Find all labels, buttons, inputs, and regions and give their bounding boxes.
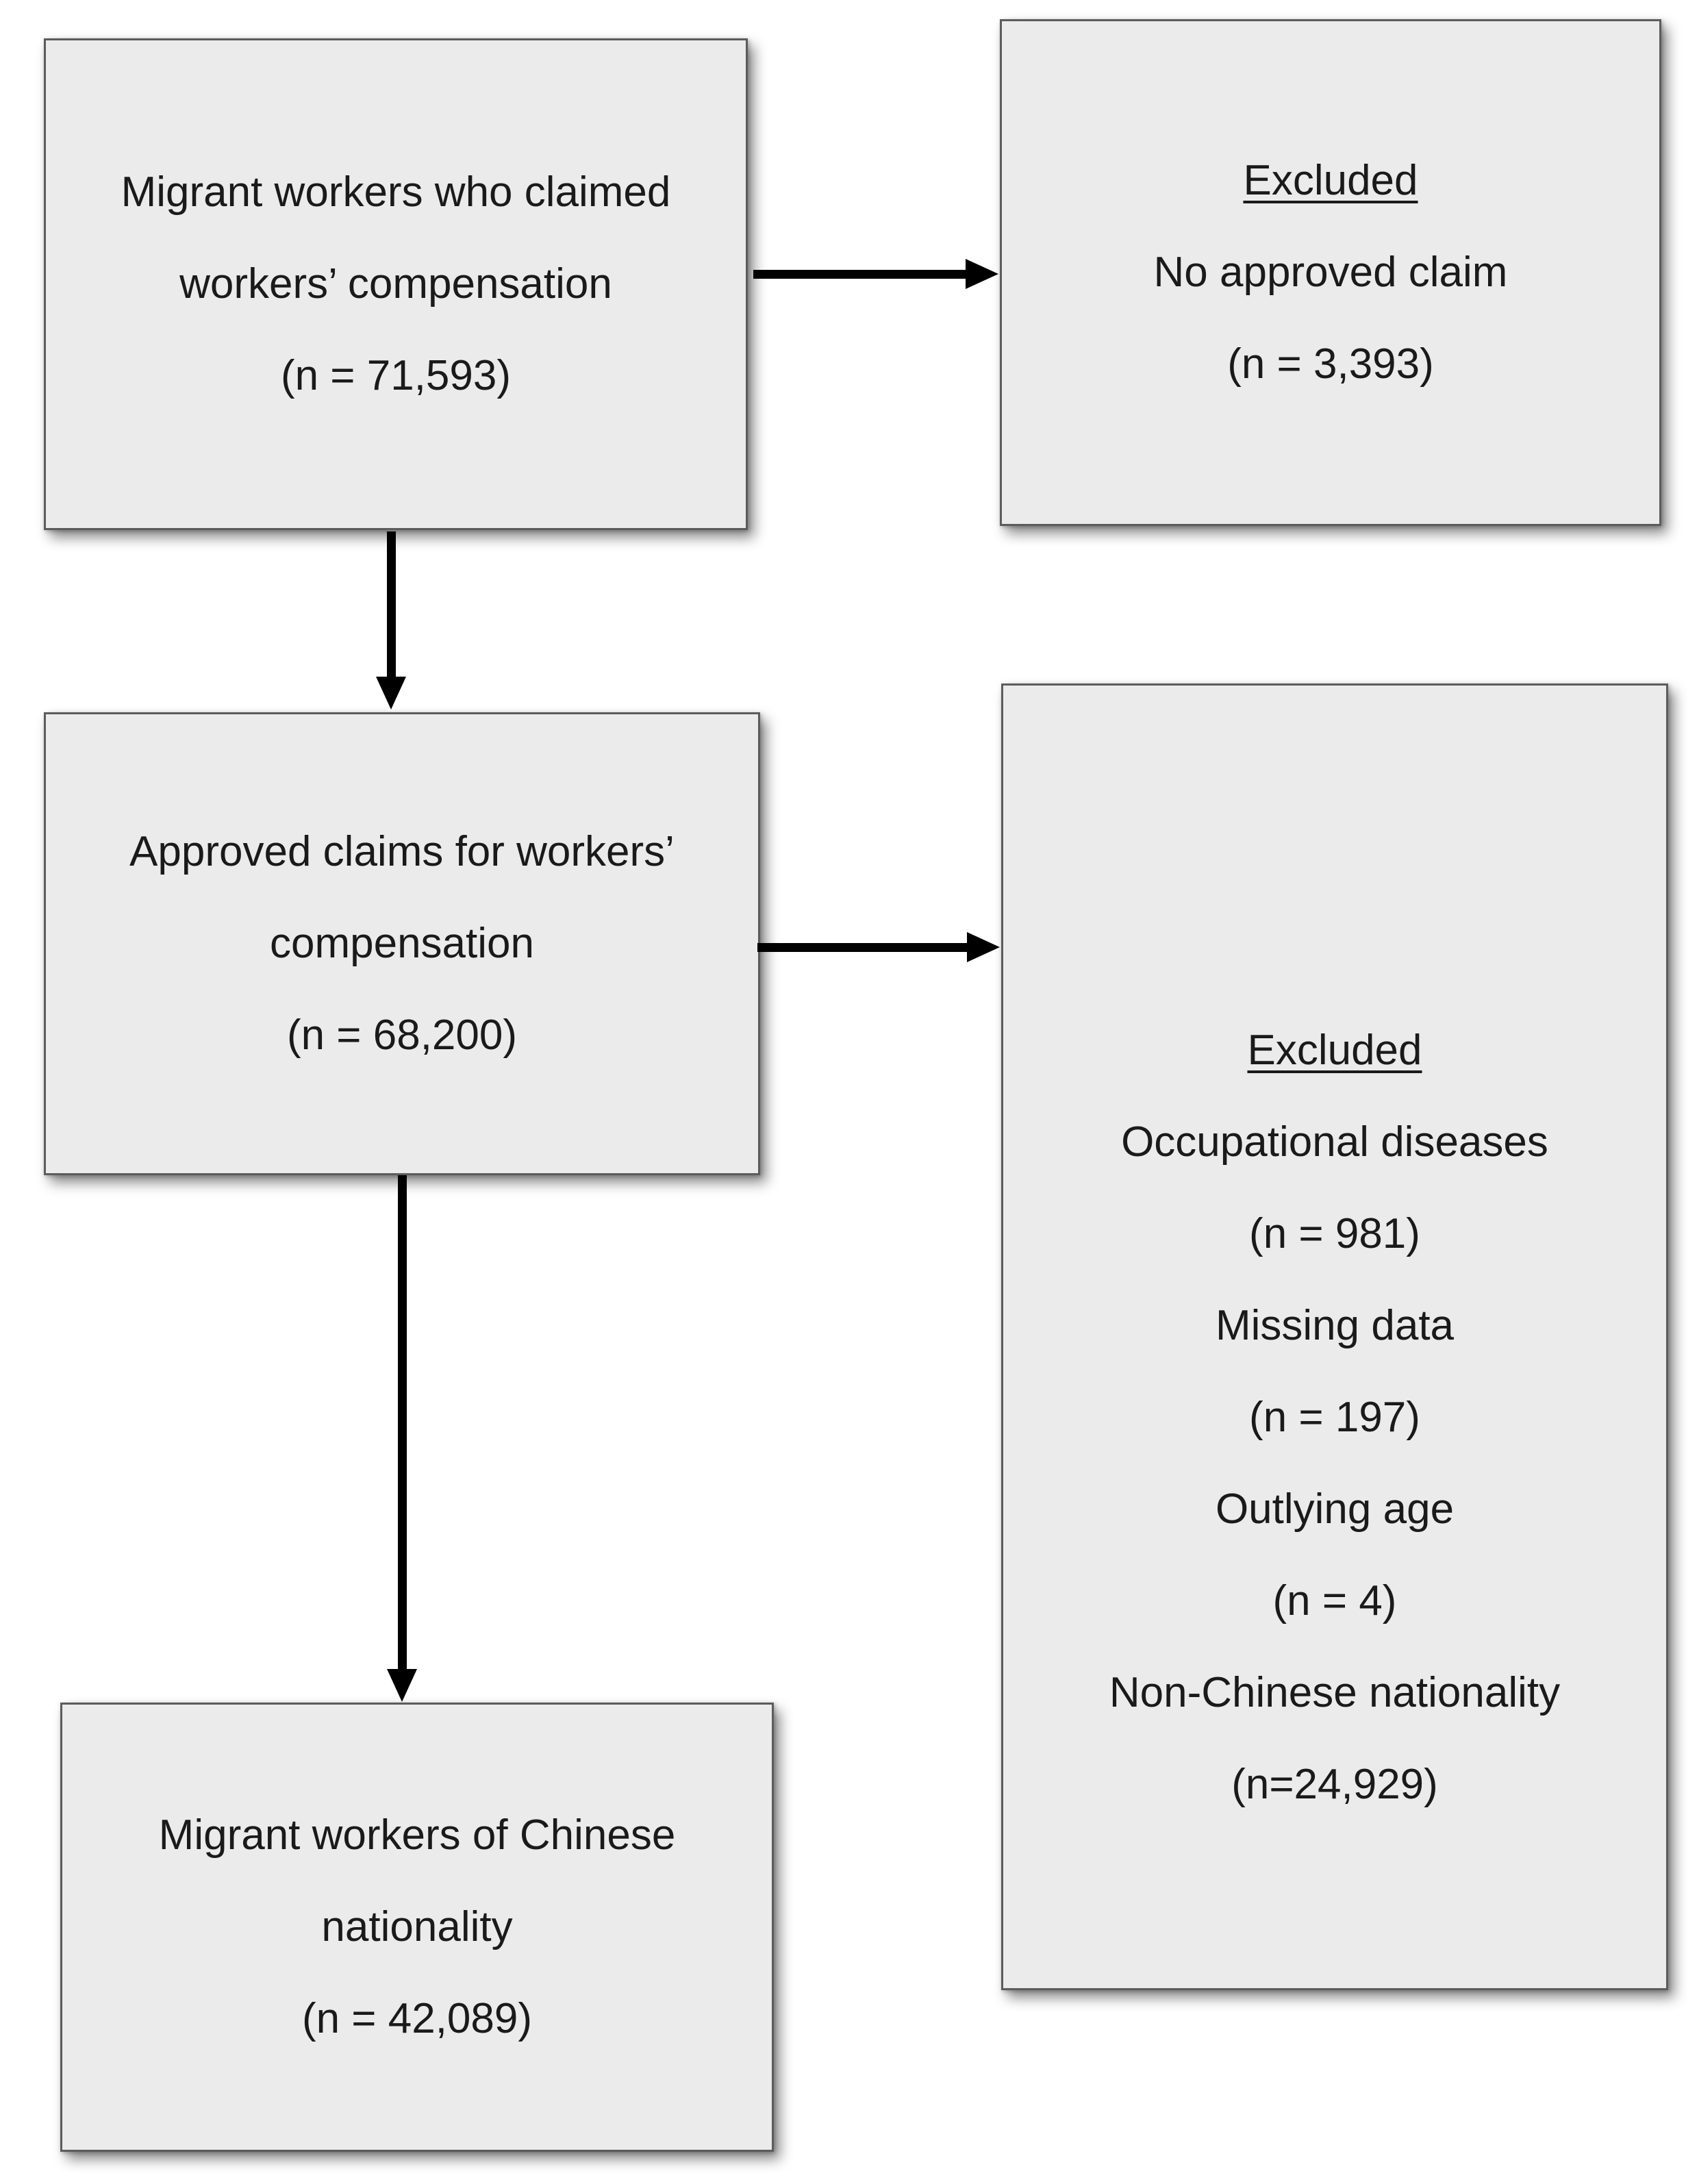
excluded-reason-non-chinese: Non-Chinese nationality — [1109, 1669, 1561, 1716]
excluded-count-non-chinese: (n=24,929) — [1231, 1761, 1438, 1808]
excluded-reason-occupational: Occupational diseases — [1121, 1118, 1548, 1166]
arrow-approved-to-chinese-head-icon — [387, 1669, 417, 1702]
box-claimed-line-1: Migrant workers who claimed — [121, 168, 671, 216]
box-chinese-nationality: Migrant workers of Chinese nationality (… — [60, 1703, 774, 2152]
arrow-claimed-to-excluded-head-icon — [966, 259, 998, 289]
box-claimed-count: (n = 71,593) — [280, 352, 512, 399]
box-excluded-other-reasons: Excluded Occupational diseases (n = 981)… — [1001, 683, 1668, 1990]
box-approved-claims: Approved claims for workers’ compensatio… — [44, 712, 760, 1175]
arrow-approved-to-excluded-shaft — [757, 943, 968, 952]
excluded-reason: No approved claim — [1153, 249, 1508, 296]
box-chinese-count: (n = 42,089) — [301, 1995, 533, 2042]
box-claimed-workers: Migrant workers who claimed workers’ com… — [44, 38, 748, 530]
box-excluded-no-approved-claim: Excluded No approved claim (n = 3,393) — [1000, 19, 1661, 526]
arrow-claimed-to-approved-head-icon — [376, 677, 406, 710]
arrow-approved-to-chinese-shaft — [398, 1175, 407, 1670]
excluded-count: (n = 3,393) — [1227, 340, 1434, 388]
box-chinese-line-2: nationality — [321, 1903, 513, 1950]
box-approved-line-1: Approved claims for workers’ — [129, 828, 675, 875]
box-claimed-line-2: workers’ compensation — [179, 260, 612, 307]
excluded-count-missing: (n = 197) — [1249, 1394, 1420, 1441]
arrow-approved-to-excluded-head-icon — [967, 932, 1000, 962]
box-approved-line-2: compensation — [269, 920, 535, 967]
excluded-heading: Excluded — [1247, 1027, 1422, 1074]
arrow-claimed-to-approved-shaft — [387, 531, 396, 678]
arrow-claimed-to-excluded-shaft — [753, 270, 967, 279]
excluded-reason-missing: Missing data — [1215, 1302, 1455, 1349]
box-chinese-line-1: Migrant workers of Chinese — [158, 1811, 676, 1859]
excluded-count-occupational: (n = 981) — [1249, 1210, 1420, 1257]
excluded-reason-outlying-age: Outlying age — [1215, 1485, 1455, 1533]
excluded-count-outlying-age: (n = 4) — [1272, 1577, 1397, 1624]
excluded-heading: Excluded — [1243, 157, 1418, 204]
box-approved-count: (n = 68,200) — [286, 1012, 518, 1059]
